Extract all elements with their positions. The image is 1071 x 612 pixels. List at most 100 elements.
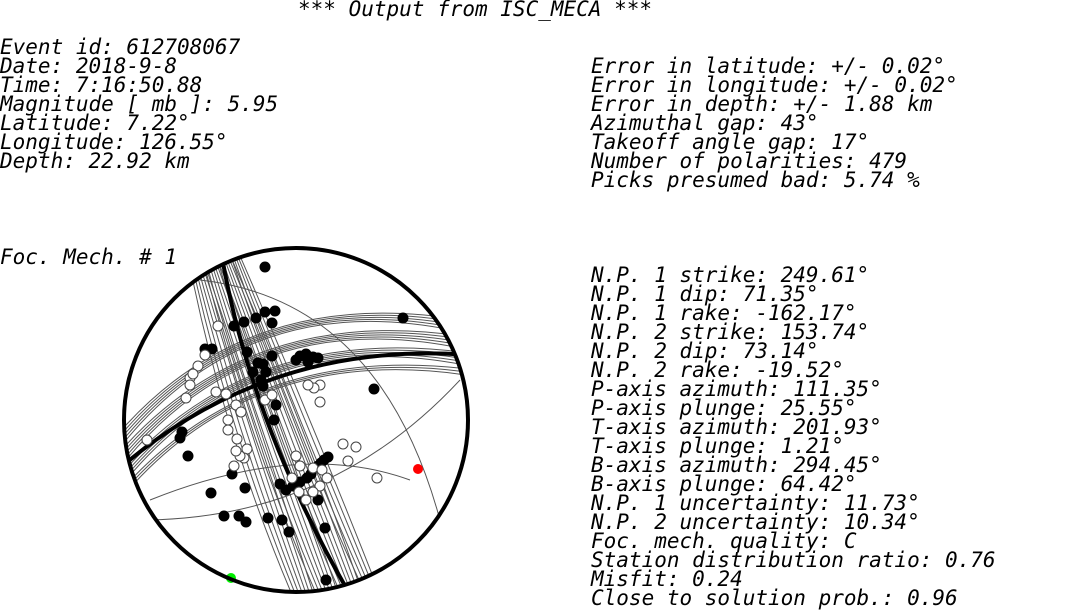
np1-uncertainty-line — [232, 248, 383, 592]
dilatation-polarity — [321, 472, 333, 484]
page-title: *** Output from ISC_MECA *** — [298, 0, 653, 21]
misfit: Misfit: 0.24 — [591, 567, 743, 591]
np1-rake: N.P. 1 rake: -162.17° — [591, 301, 857, 325]
compression-polarity — [319, 522, 331, 534]
dilatation-polarity — [192, 360, 204, 372]
dilatation-polarity — [307, 462, 319, 474]
b-axis-plunge: B-axis plunge: 64.42° — [591, 472, 857, 496]
dilatation-polarity — [371, 472, 383, 484]
event-id: Event id: 612708067 — [0, 35, 241, 59]
takeoff-angle-gap: Takeoff angle gap: 17° — [591, 130, 870, 154]
np1-strike: N.P. 1 strike: 249.61° — [591, 263, 870, 287]
compression-polarity — [233, 510, 245, 522]
compression-polarity — [320, 574, 332, 586]
np2-uncertainty-line — [124, 332, 468, 459]
np1-uncertainty-line — [192, 248, 309, 592]
dilatation-polarity — [222, 414, 234, 426]
np1-uncertainty-line — [190, 248, 306, 592]
dilatation-polarity — [337, 438, 349, 450]
compression-polarity — [239, 482, 251, 494]
dilatation-polarity — [314, 480, 326, 492]
dilatation-polarity — [235, 406, 247, 418]
p-axis-plunge: P-axis plunge: 25.55° — [591, 396, 857, 420]
compression-polarity — [276, 514, 288, 526]
dilatation-polarity — [294, 460, 306, 472]
np2-uncertainty-line — [124, 316, 468, 443]
nodal-lines-group — [124, 248, 468, 592]
compression-polarity — [228, 320, 240, 332]
compression-polarity — [269, 305, 281, 317]
event-info-block: Event id: 612708067 Date: 2018-9-8 Time:… — [0, 35, 279, 173]
compression-polarity — [266, 317, 278, 329]
dilatation-polarity — [231, 433, 243, 445]
compression-polarity — [240, 516, 252, 528]
compression-polarity — [259, 306, 271, 318]
event-latitude: Latitude: 7.22° — [0, 111, 190, 135]
error-info-block: Error in latitude: +/- 0.02° Error in lo… — [591, 56, 958, 191]
dilatation-polarity — [210, 386, 222, 398]
np1-uncertainty-line — [228, 248, 376, 592]
dilatation-polarity — [342, 455, 354, 467]
azimuthal-gap: Azimuthal gap: 43° — [591, 111, 819, 135]
compression-polarity — [250, 312, 262, 324]
compression-polarity — [205, 487, 217, 499]
dilatation-polarity — [350, 441, 362, 453]
foc-mech-title: Foc. Mech. # 1 — [0, 245, 178, 269]
np2-uncertainty-line — [124, 330, 468, 455]
dilatation-polarity — [180, 392, 192, 404]
compression-polarity — [218, 510, 230, 522]
event-longitude: Longitude: 126.55° — [0, 130, 228, 154]
np2-uncertainty: N.P. 2 uncertainty: 10.34° — [591, 510, 920, 534]
p-axis-marker — [413, 464, 423, 474]
event-date: Date: 2018-9-8 — [0, 54, 178, 78]
error-longitude: Error in longitude: +/- 0.02° — [591, 73, 958, 97]
error-depth: Error in depth: +/- 1.88 km — [591, 92, 933, 116]
b-axis-azimuth: B-axis azimuth: 294.45° — [591, 453, 882, 477]
compression-polarity — [262, 512, 274, 524]
nodal-plane-1 — [218, 248, 354, 592]
compression-polarity — [241, 346, 253, 358]
compression-polarity — [182, 450, 194, 462]
event-depth: Depth: 22.92 km — [0, 149, 190, 173]
nodal-plane-2 — [124, 351, 468, 470]
np1-uncertainty-line — [215, 248, 352, 592]
np2-uncertainty-line — [124, 366, 468, 499]
np2-dip: N.P. 2 dip: 73.14° — [591, 339, 819, 363]
dilatation-polarity — [228, 460, 240, 472]
np1-uncertainty-line — [203, 248, 330, 592]
compression-polarity — [266, 350, 278, 362]
compression-polarity — [259, 261, 271, 273]
np1-uncertainty-line — [197, 248, 320, 592]
np2-uncertainty-line — [124, 312, 468, 435]
np1-uncertainty-line — [188, 248, 302, 592]
compression-polarity — [280, 484, 292, 496]
dilatation-polarity — [222, 424, 234, 436]
compression-polarity — [290, 354, 302, 366]
t-axis-plunge: T-axis plunge: 1.21° — [591, 434, 844, 458]
np1-uncertainty-line — [226, 248, 373, 592]
dilatation-polarity — [290, 450, 302, 462]
compression-polarity — [174, 432, 186, 444]
dilatation-polarity — [220, 388, 232, 400]
focal-params-block: N.P. 1 strike: 249.61° N.P. 1 dip: 71.35… — [591, 263, 996, 610]
station-distribution-ratio: Station distribution ratio: 0.76 — [591, 548, 996, 572]
compression-polarity — [312, 494, 324, 506]
np2-uncertainty-line — [124, 314, 468, 439]
np1-uncertainty-line — [199, 248, 323, 592]
event-magnitude: Magnitude [ mb ]: 5.95 — [0, 92, 279, 116]
dilatation-polarity — [199, 349, 211, 361]
compression-polarity — [302, 356, 314, 368]
compression-polarity — [257, 380, 269, 392]
dilatation-polarity — [212, 320, 224, 332]
dilatation-polarity — [230, 445, 242, 457]
beachball-outline — [122, 246, 470, 594]
foc-mech-quality: Foc. mech. quality: C — [591, 529, 857, 553]
np2-strike: N.P. 2 strike: 153.74° — [591, 320, 870, 344]
np2-uncertainty-line — [124, 347, 468, 475]
close-to-solution-prob: Close to solution prob.: 0.96 — [591, 586, 958, 610]
event-time: Time: 7:16:50.88 — [0, 73, 203, 97]
np1-uncertainty-line — [230, 248, 380, 592]
np1-uncertainty: N.P. 1 uncertainty: 11.73° — [591, 491, 920, 515]
p-axis-azimuth: P-axis azimuth: 111.35° — [591, 377, 882, 401]
np2-uncertainty-line — [124, 318, 468, 447]
